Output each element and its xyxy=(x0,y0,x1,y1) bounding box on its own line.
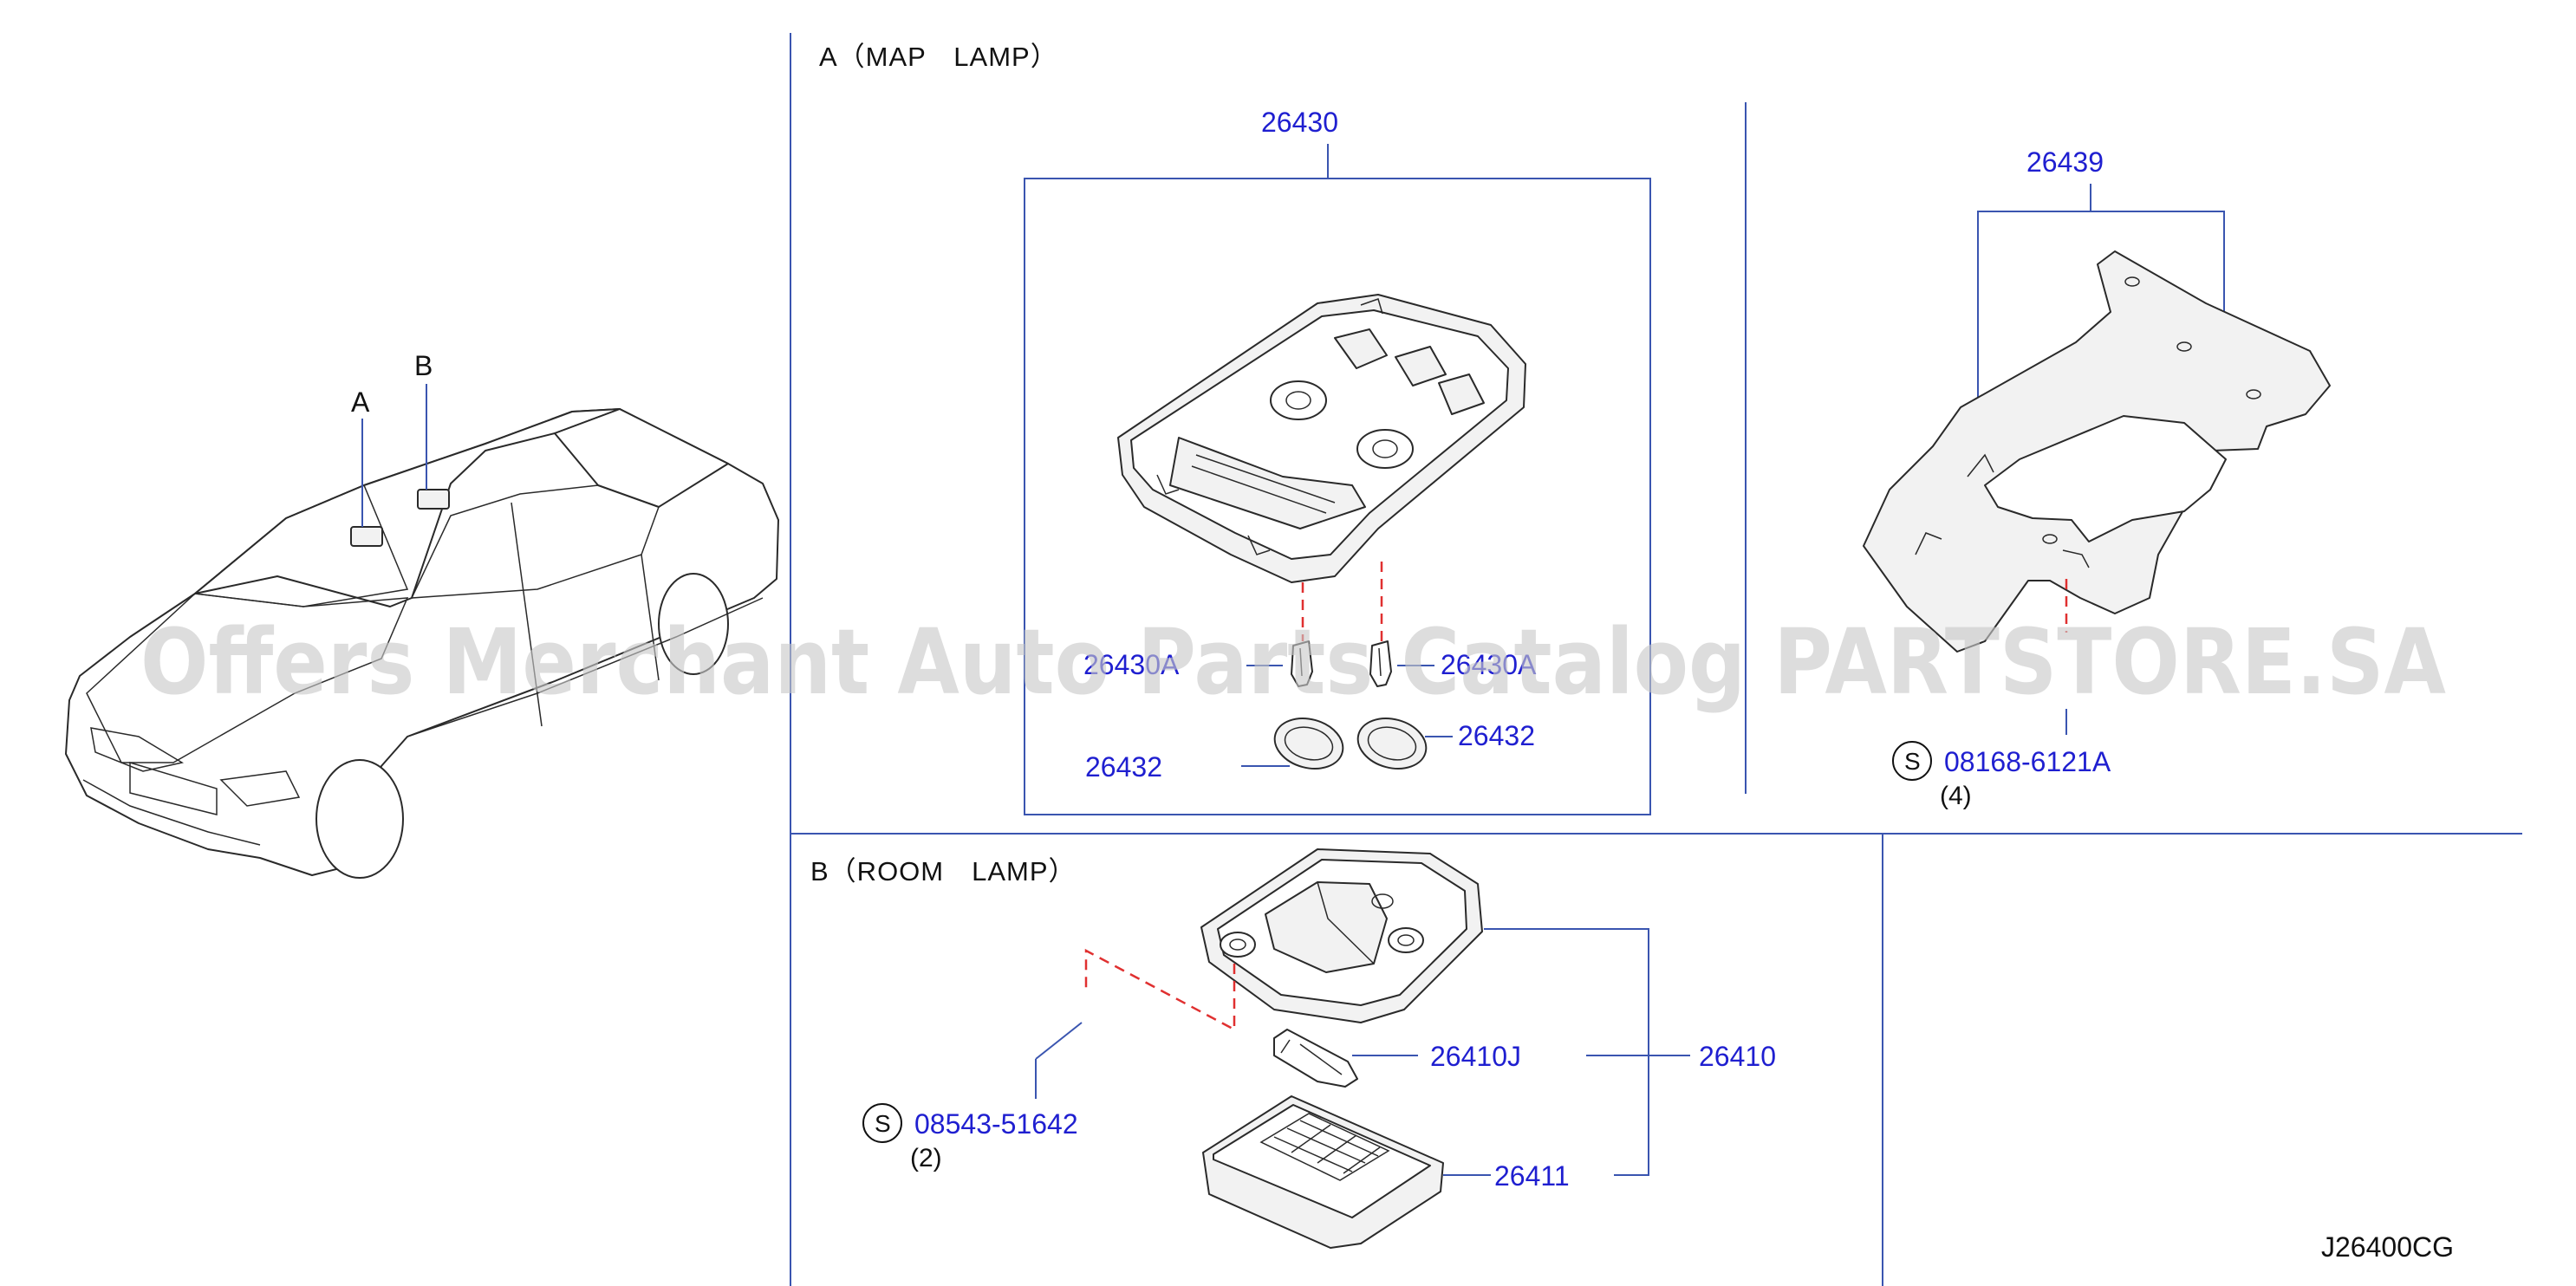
callout-26432-right[interactable]: 26432 xyxy=(1458,720,1535,751)
callout-26411[interactable]: 26411 xyxy=(1494,1160,1570,1192)
car-label-a: A xyxy=(351,386,370,418)
callout-08543-51642[interactable]: 08543-51642 xyxy=(914,1108,1078,1140)
bulbs-26430a xyxy=(1291,640,1392,687)
bulb-26410j-drawing xyxy=(1273,1029,1358,1088)
callout-26410j[interactable]: 26410J xyxy=(1430,1041,1521,1072)
room-lamp-housing-drawing xyxy=(1200,848,1483,1023)
lenses-26432 xyxy=(1273,718,1428,770)
standard-part-08168: S 08168-6121A (4) xyxy=(1892,741,2111,810)
qty-08168-6121a: (4) xyxy=(1940,782,1972,810)
callout-26410[interactable]: 26410 xyxy=(1699,1041,1776,1072)
section-title-map-lamp: A（MAP LAMP） xyxy=(819,42,1058,72)
car-overview-illustration: A B xyxy=(65,350,779,879)
panel-dividers xyxy=(790,33,2522,1286)
watermark-text: Offers Merchant Auto Parts Catalog PARTS… xyxy=(140,609,2446,715)
drawing-number: J26400CG xyxy=(2321,1231,2454,1263)
callout-26430a-right[interactable]: 26430A xyxy=(1441,649,1537,680)
map-lamp-assembly-group: 26430 xyxy=(1024,107,1651,815)
standard-part-symbol-s-lower: S xyxy=(875,1110,891,1137)
callout-08168-6121a[interactable]: 08168-6121A xyxy=(1944,746,2111,777)
callout-26430[interactable]: 26430 xyxy=(1261,107,1338,138)
bracket-26439-group: 26439 xyxy=(1977,146,2225,406)
section-title-room-lamp: B（ROOM LAMP） xyxy=(810,856,1077,887)
qty-08543-51642: (2) xyxy=(910,1144,942,1172)
map-lamp-housing-drawing xyxy=(1117,294,1526,583)
standard-part-symbol-s-upper: S xyxy=(1904,748,1921,775)
callout-26439[interactable]: 26439 xyxy=(2026,146,2104,178)
lens-26411-drawing xyxy=(1202,1095,1444,1249)
callout-26432-left[interactable]: 26432 xyxy=(1085,751,1162,783)
callout-26430a-left[interactable]: 26430A xyxy=(1083,649,1180,680)
car-label-b: B xyxy=(414,350,433,381)
bracket-26439-drawing xyxy=(1863,250,2331,653)
standard-part-08543: S 08543-51642 (2) xyxy=(862,1103,1078,1172)
